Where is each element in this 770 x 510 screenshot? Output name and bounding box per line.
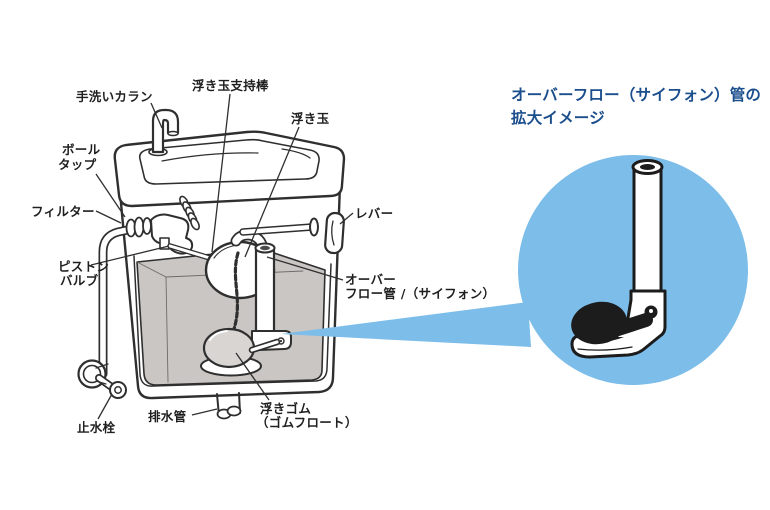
label-overflow-2: フロー管 /（サイフォン） (345, 286, 496, 301)
leader-filter (95, 210, 122, 224)
leader-lever (339, 212, 354, 225)
drain-pipe-part (216, 392, 242, 420)
label-hand-wash-faucet: 手洗いカラン (76, 89, 153, 104)
label-rubber-float-1: 浮きゴム (260, 401, 312, 416)
tank-water (136, 248, 326, 386)
label-ball-tap-1: ボール (62, 142, 101, 157)
inset-overflow-pipe (570, 159, 667, 359)
label-overflow-1: オーバー (345, 272, 397, 287)
leader-stop-valve (97, 393, 113, 420)
label-lever: レバー (355, 206, 394, 221)
supply-pipe (98, 224, 137, 379)
lid-basin-curve2 (281, 148, 311, 159)
lever-handle (324, 211, 345, 255)
label-piston-valve-2: バルブ (60, 273, 99, 288)
label-ball-tap-2: タップ (58, 157, 97, 172)
refill-hose (179, 195, 200, 231)
leader-lines (90, 93, 354, 420)
leader-float-support-rod (211, 93, 231, 253)
tank-illustration (77, 108, 346, 420)
label-float-support-rod: 浮き玉支持棒 (192, 78, 269, 93)
leader-float-ball (244, 126, 300, 258)
inset-title-line1: オーバーフロー（サイフォン）管の (511, 86, 762, 104)
inset-title: オーバーフロー（サイフォン）管の 拡大イメージ (511, 84, 770, 130)
lid-basin (138, 138, 320, 185)
chain (231, 251, 240, 334)
label-float-ball: 浮き玉 (291, 111, 330, 126)
leader-ball-tap (95, 173, 126, 218)
lid-basin-curve (161, 152, 259, 162)
leader-hand-wash-faucet (150, 102, 163, 129)
filter-part (125, 216, 152, 238)
rubber-float-part (200, 327, 281, 377)
inset-bubble (281, 155, 748, 385)
faucet-spout-opening (167, 130, 179, 137)
stop-valve (77, 359, 127, 399)
leader-rubber-float (235, 352, 270, 401)
label-rubber-float-2: （ゴムフロート） (256, 415, 358, 430)
label-filter: フィルター (31, 204, 95, 219)
inset-title-line2: 拡大イメージ (511, 109, 605, 127)
label-stop-valve: 止水栓 (77, 420, 116, 435)
tank-inner-wall (133, 255, 332, 387)
leader-overflow (266, 256, 344, 281)
label-piston-valve-1: ピストン (58, 259, 110, 274)
label-drain-pipe: 排水管 (148, 409, 187, 424)
inset-pointer-tail (281, 302, 531, 347)
leader-drain-pipe (191, 408, 218, 416)
leader-piston-valve (90, 245, 170, 266)
